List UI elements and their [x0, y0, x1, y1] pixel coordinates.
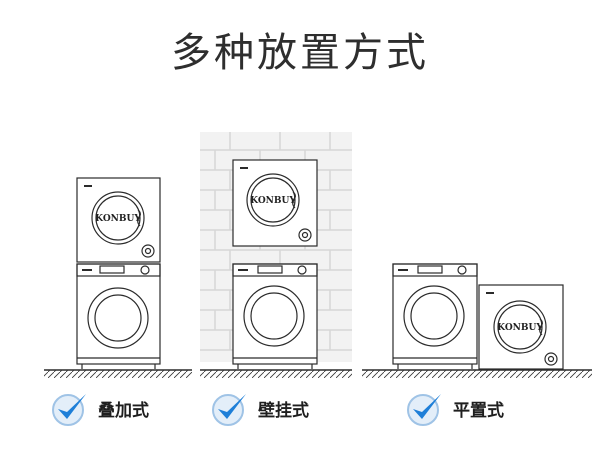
check-badge-icon — [407, 394, 441, 426]
wall-washer — [232, 263, 318, 369]
option-side-by-side: 平置式 — [405, 388, 504, 428]
wall-dryer-brand: KONBUY — [250, 196, 296, 206]
check-badge-icon — [212, 394, 246, 426]
option-wall-mounted: 壁挂式 — [210, 388, 309, 428]
option-label: 壁挂式 — [258, 400, 309, 421]
flat-dryer-brand: KONBUY — [497, 323, 543, 333]
page-title: 多种放置方式 — [171, 30, 429, 76]
option-label: 叠加式 — [98, 400, 149, 421]
wall-mounted-setup: KONBUY — [200, 132, 352, 378]
stacked-washer — [76, 263, 161, 369]
check-badge-icon — [52, 394, 86, 426]
wall-dryer: KONBUY — [232, 159, 318, 247]
option-label: 平置式 — [453, 400, 504, 421]
flat-dryer: KONBUY — [478, 284, 564, 370]
stacked-dryer: KONBUY — [76, 177, 161, 263]
side-by-side-setup: KONBUY — [362, 263, 592, 378]
flat-washer — [392, 263, 478, 369]
stacked-setup: KONBUY — [44, 177, 192, 378]
dryer-brand: KONBUY — [95, 214, 141, 224]
option-stacked: 叠加式 — [50, 388, 149, 428]
